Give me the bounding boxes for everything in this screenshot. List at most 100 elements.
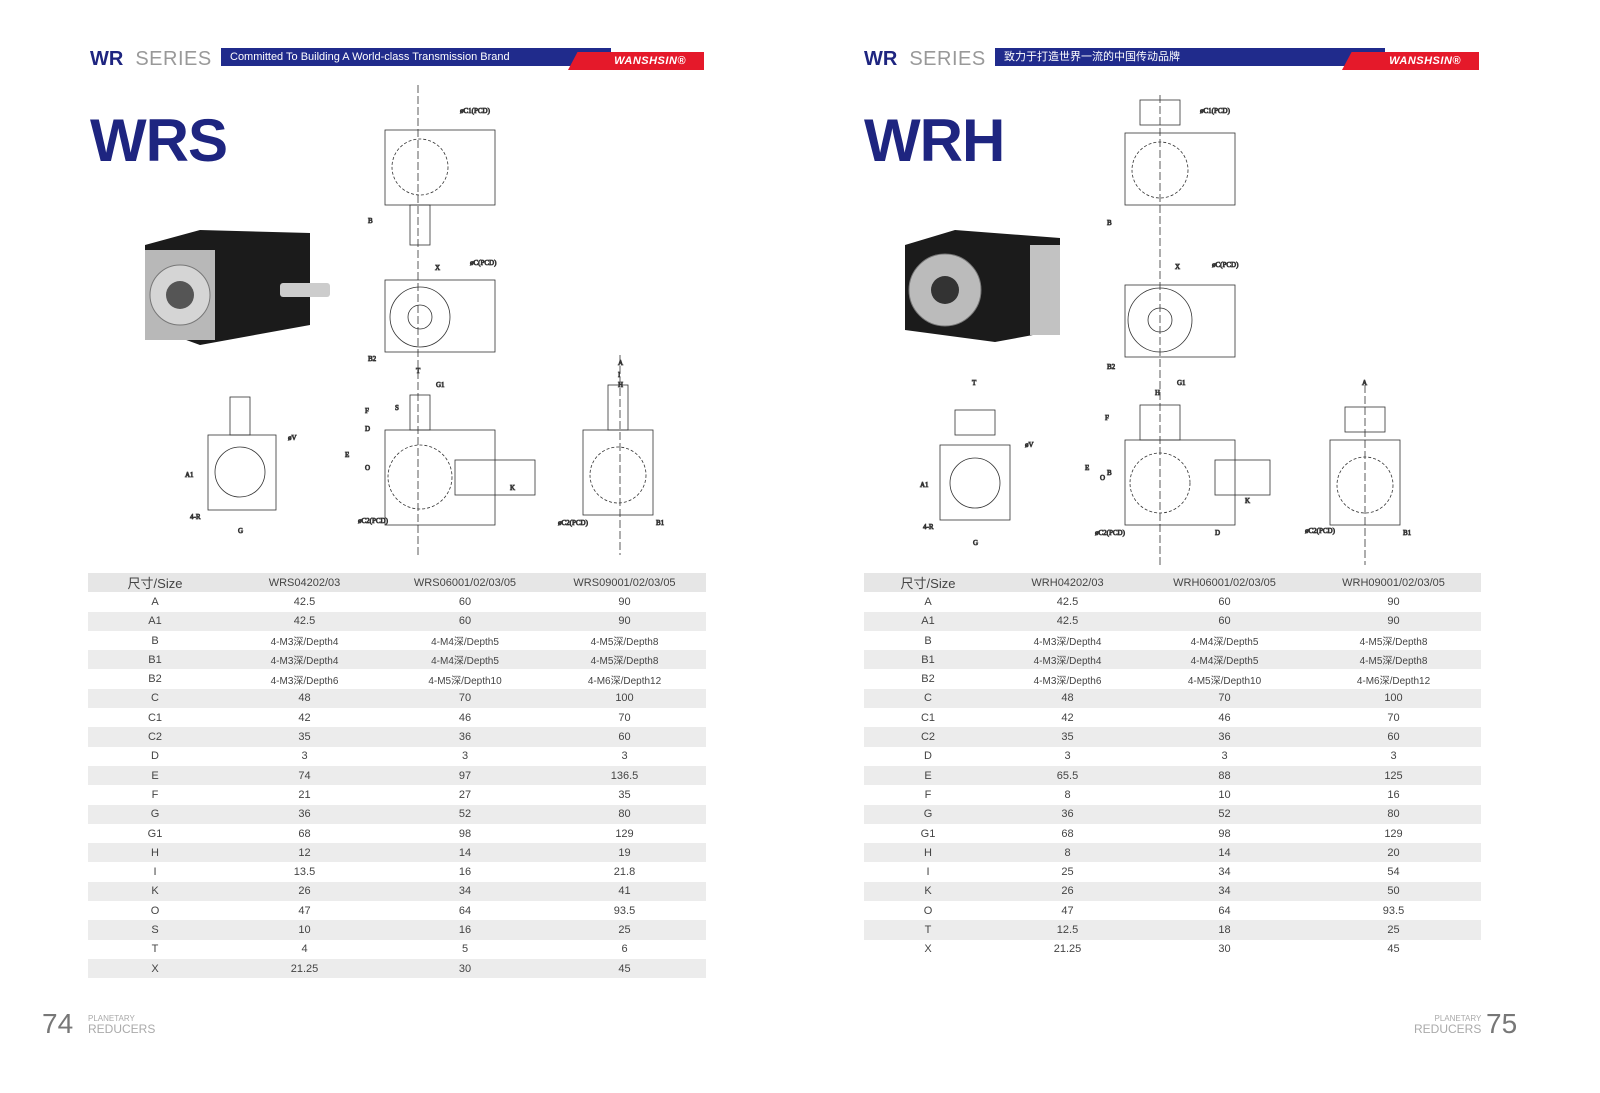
size-cell: B: [151, 634, 159, 647]
label-f: F: [365, 407, 369, 415]
technical-drawing: øC1(PCD) B øC(PCD) X B2 T G1 E O S K F D…: [185, 85, 665, 555]
value-cell: 4-M4深/Depth5: [387, 650, 543, 670]
series-word: SERIES: [909, 47, 986, 70]
size-cell: 尺寸/Size: [88, 573, 222, 593]
value-cell: 60: [1218, 595, 1231, 608]
value-cell: 12: [222, 843, 387, 863]
size-cell: C: [864, 688, 992, 709]
label-c2: øC2(PCD): [1095, 529, 1126, 537]
label-a: A: [618, 359, 623, 367]
value-cell: 4-M6深/Depth12: [1356, 675, 1431, 687]
value-cell: 70: [1143, 688, 1306, 709]
value-cell: 30: [1218, 943, 1231, 956]
value-cell: 42: [298, 711, 311, 724]
value-cell: 16: [1387, 788, 1400, 801]
label-h: H: [1155, 389, 1160, 397]
size-cell: G: [864, 804, 992, 824]
size-cell: C1: [920, 711, 936, 724]
label-s: S: [395, 404, 399, 412]
value-cell: WRH09001/02/03/05: [1306, 573, 1481, 593]
value-cell: 48: [992, 688, 1143, 709]
size-cell: E: [864, 765, 992, 786]
size-cell: S: [88, 920, 222, 940]
value-cell: 3: [1064, 750, 1071, 763]
value-cell: 70: [618, 711, 631, 724]
value-cell: 4-M4深/Depth5: [1190, 637, 1259, 649]
value-cell: 129: [615, 827, 634, 840]
value-cell: 30: [387, 958, 543, 979]
value-cell: 64: [458, 904, 472, 917]
label-e: E: [345, 451, 349, 459]
value-cell: 35: [618, 788, 631, 801]
value-cell: 42.5: [222, 611, 387, 631]
value-cell: 12.5: [992, 920, 1143, 940]
label-r: 4-R: [190, 513, 201, 521]
label-o: O: [365, 464, 370, 472]
size-cell: G: [88, 804, 222, 824]
label-g: G: [238, 527, 243, 535]
value-cell: 16: [458, 866, 472, 879]
value-cell: 60: [387, 611, 543, 631]
value-cell: 4-M3深/Depth4: [270, 637, 339, 649]
size-cell: B2: [921, 673, 935, 686]
value-cell: 90: [618, 595, 631, 608]
value-cell: 4-M5深/Depth10: [1187, 675, 1262, 687]
label-b: B: [1107, 219, 1112, 227]
size-cell: T: [864, 920, 992, 940]
value-cell: 100: [1306, 688, 1481, 709]
size-cell: D: [151, 750, 159, 763]
value-cell: WRS06001/02/03/05: [387, 573, 543, 593]
value-cell: 5: [461, 943, 469, 956]
size-cell: G1: [147, 827, 163, 840]
value-cell: 4-M3深/Depth6: [270, 675, 339, 687]
size-cell: A: [151, 595, 159, 608]
value-cell: 54: [1387, 866, 1400, 879]
value-cell: 46: [458, 711, 472, 724]
label-g1: G1: [1177, 379, 1186, 387]
value-cell: 68: [1061, 827, 1074, 840]
label-a1: A1: [920, 481, 929, 489]
size-cell: B2: [148, 673, 162, 686]
label-c2: øC2(PCD): [358, 517, 389, 525]
value-cell: 3: [301, 750, 308, 763]
value-cell: 4-M5深/Depth10: [428, 675, 502, 687]
label-d: D: [365, 425, 370, 433]
product-photo: [905, 230, 1060, 342]
value-cell: 52: [1143, 804, 1306, 824]
value-cell: WRH04202/03: [992, 573, 1143, 593]
value-cell: 21: [298, 788, 311, 801]
value-cell: 60: [1143, 611, 1306, 631]
label-a: A: [1362, 379, 1367, 387]
value-cell: 21.8: [613, 866, 636, 879]
label-c: øC(PCD): [1212, 261, 1239, 269]
value-cell: 8: [992, 843, 1143, 863]
value-cell: 42.5: [992, 611, 1143, 631]
value-cell: 4-M5深/Depth8: [543, 650, 706, 670]
value-cell: WRS04202/03: [222, 573, 387, 593]
label-b2: B2: [1107, 363, 1116, 371]
value-cell: 4-M4深/Depth5: [1143, 650, 1306, 670]
value-cell: 136.5: [543, 765, 706, 786]
label-g: G: [973, 539, 978, 547]
label-k: K: [510, 484, 515, 492]
value-cell: 27: [458, 788, 472, 801]
size-cell: C: [88, 688, 222, 709]
size-cell: O: [923, 904, 933, 917]
value-cell: 36: [222, 804, 387, 824]
